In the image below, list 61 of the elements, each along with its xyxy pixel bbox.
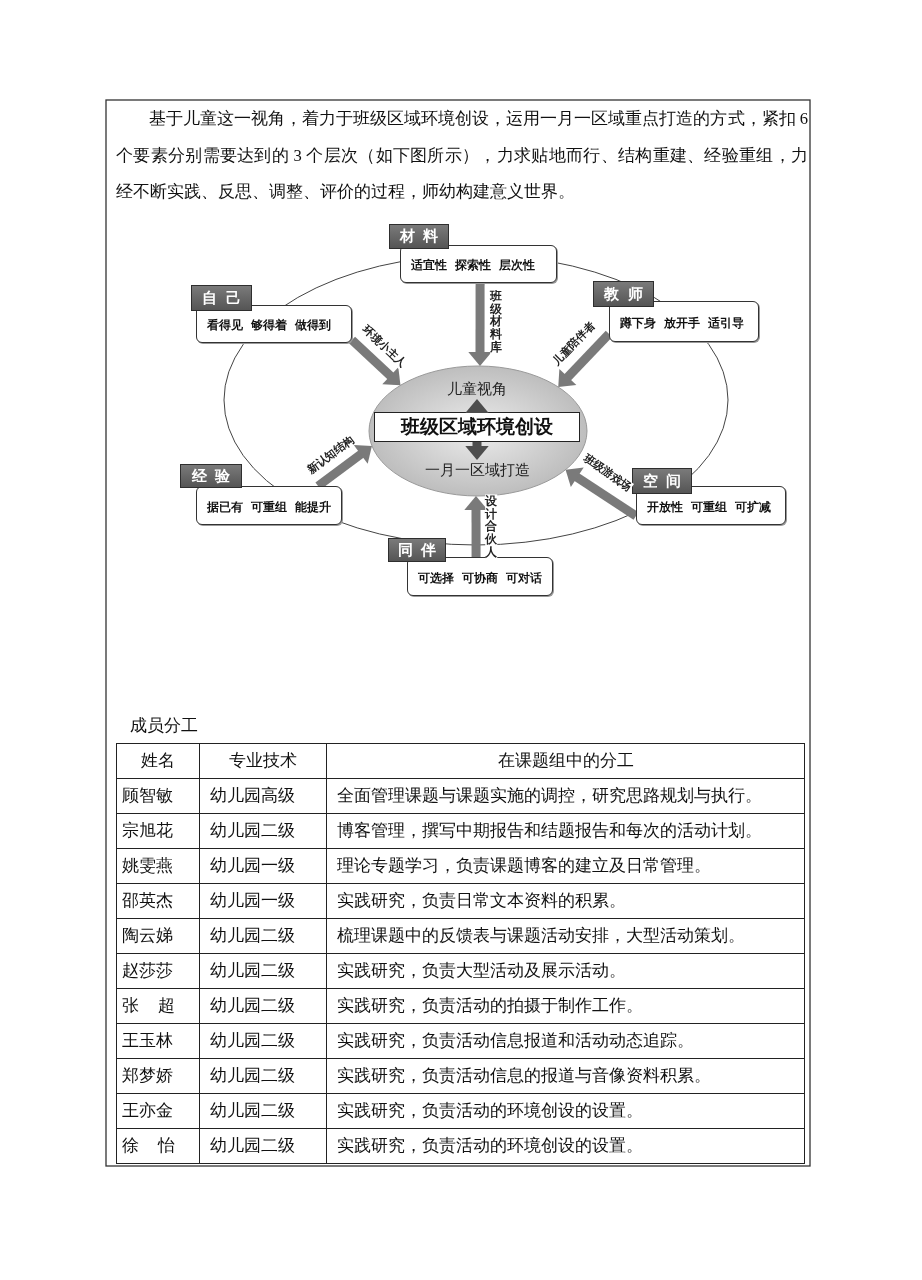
block-arrow bbox=[558, 330, 613, 388]
duty-description: 实践研究，负责活动的环境创设的设置。 bbox=[326, 1093, 805, 1129]
duty-description: 梳理课题中的反馈表与课题活动安排，大型活动策划。 bbox=[326, 918, 805, 954]
duty-description: 实践研究，负责活动的环境创设的设置。 bbox=[326, 1128, 805, 1164]
job-title: 幼儿园一级 bbox=[199, 883, 327, 919]
member-name: 顾智敏 bbox=[116, 778, 200, 814]
member-name: 姚雯燕 bbox=[116, 848, 200, 884]
heading-tab: 材 料 bbox=[389, 224, 449, 249]
member-name: 赵莎莎 bbox=[116, 953, 200, 989]
heading-tab: 自 己 bbox=[191, 285, 252, 311]
heading-tab: 教 师 bbox=[593, 281, 654, 307]
attribute-panel: 适宜性 探索性 层次性 bbox=[400, 245, 557, 283]
duty-description: 实践研究，负责活动信息报道和活动动态追踪。 bbox=[326, 1023, 805, 1059]
member-name: 郑梦娇 bbox=[116, 1058, 200, 1094]
hub-caption: 一月一区域打造 bbox=[421, 460, 533, 480]
column-header: 姓名 bbox=[116, 743, 200, 779]
member-name: 徐 怡 bbox=[116, 1128, 200, 1164]
job-title: 幼儿园二级 bbox=[199, 1023, 327, 1059]
duty-description: 实践研究，负责日常文本资料的积累。 bbox=[326, 883, 805, 919]
duty-description: 博客管理，撰写中期报告和结题报告和每次的活动计划。 bbox=[326, 813, 805, 849]
block-arrow bbox=[565, 467, 639, 520]
block-arrow bbox=[468, 283, 492, 366]
edge-label: 班级材料库 bbox=[490, 289, 502, 355]
job-title: 幼儿园一级 bbox=[199, 848, 327, 884]
member-name: 张 超 bbox=[116, 988, 200, 1024]
member-name: 邵英杰 bbox=[116, 883, 200, 919]
body-paragraph: 基于儿童这一视角，着力于班级区域环境创设，运用一月一区域重点打造的方式，紧扣 6 个要素分别需要达到的 3 个层次（如下图所示），力求贴地而行、结构重建、经验重组，力经不断实践、反思、调整、评价的过程，师幼构建意义世界。 bbox=[116, 108, 808, 203]
heading-tab: 同 伴 bbox=[388, 538, 446, 562]
duty-description: 全面管理课题与课题实施的调控，研究思路规划与执行。 bbox=[326, 778, 805, 814]
attribute-panel: 可选择 可协商 可对话 bbox=[407, 557, 553, 596]
job-title: 幼儿园二级 bbox=[199, 953, 327, 989]
block-arrow bbox=[465, 442, 489, 460]
duty-description: 实践研究，负责活动的拍摄于制作工作。 bbox=[326, 988, 805, 1024]
job-title: 幼儿园高级 bbox=[199, 778, 327, 814]
member-name: 宗旭花 bbox=[116, 813, 200, 849]
column-header: 在课题组中的分工 bbox=[326, 743, 805, 779]
attribute-panel: 蹲下身 放开手 适引导 bbox=[609, 301, 759, 342]
job-title: 幼儿园二级 bbox=[199, 1093, 327, 1129]
job-title: 幼儿园二级 bbox=[199, 1058, 327, 1094]
duty-description: 理论专题学习，负责课题博客的建立及日常管理。 bbox=[326, 848, 805, 884]
duty-description: 实践研究，负责大型活动及展示活动。 bbox=[326, 953, 805, 989]
member-name: 王玉林 bbox=[116, 1023, 200, 1059]
hub-title-box: 班级区域环境创设 bbox=[374, 412, 580, 442]
heading-tab: 空 间 bbox=[632, 468, 692, 494]
job-title: 幼儿园二级 bbox=[199, 813, 327, 849]
duty-description: 实践研究，负责活动信息的报道与音像资料积累。 bbox=[326, 1058, 805, 1094]
attribute-panel: 据已有 可重组 能提升 bbox=[196, 486, 342, 525]
edge-label: 设计合伙人 bbox=[485, 494, 497, 560]
job-title: 幼儿园二级 bbox=[199, 918, 327, 954]
job-title: 幼儿园二级 bbox=[199, 1128, 327, 1164]
heading-tab: 经 验 bbox=[180, 464, 242, 488]
block-arrow bbox=[465, 399, 489, 413]
column-header: 专业技术 bbox=[199, 743, 327, 779]
member-name: 王亦金 bbox=[116, 1093, 200, 1129]
section-heading: 成员分工 bbox=[130, 715, 198, 737]
job-title: 幼儿园二级 bbox=[199, 988, 327, 1024]
attribute-panel: 看得见 够得着 做得到 bbox=[196, 305, 352, 343]
block-arrow bbox=[348, 336, 401, 386]
hub-caption: 儿童视角 bbox=[441, 379, 513, 399]
member-name: 陶云娣 bbox=[116, 918, 200, 954]
block-arrow bbox=[464, 496, 488, 557]
